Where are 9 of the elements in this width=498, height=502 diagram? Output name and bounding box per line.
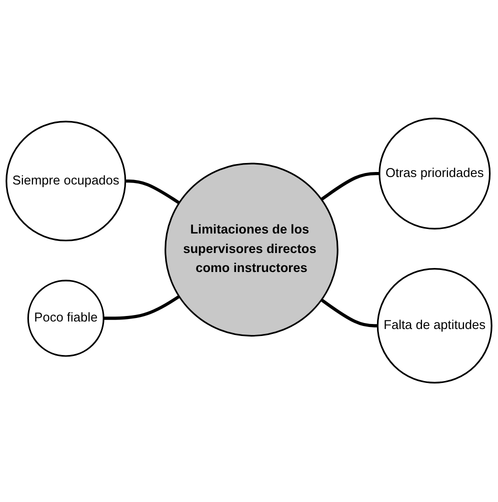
node-circle: Poco fiable — [27, 280, 104, 358]
node-circle: Limitaciones de los supervisores directos como instructores — [164, 163, 338, 338]
connector — [125, 180, 180, 205]
connector — [104, 296, 180, 320]
node-circle: Falta de aptitudes — [376, 268, 492, 384]
connector — [320, 172, 380, 202]
node-circle: Otras prioridades — [378, 118, 491, 230]
connector — [320, 298, 378, 328]
node-circle: Siempre ocupados — [6, 121, 126, 242]
